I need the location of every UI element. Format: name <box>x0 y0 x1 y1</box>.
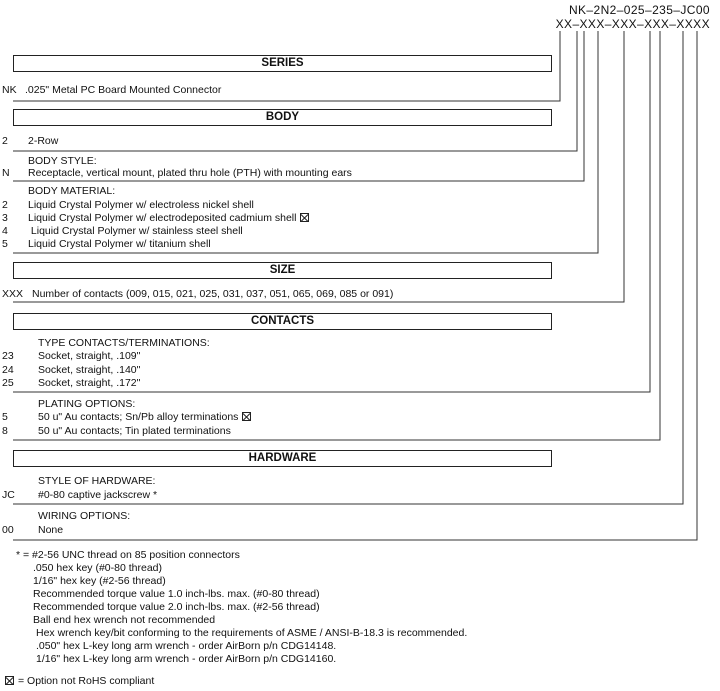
contact-type-code: 24 <box>2 364 14 376</box>
plating-code: 5 <box>2 411 8 423</box>
wiring-line <box>13 31 698 541</box>
not-rohs-icon <box>242 412 252 421</box>
series-desc: .025" Metal PC Board Mounted Connector <box>25 84 222 96</box>
body-row-desc: 2-Row <box>28 135 59 147</box>
note-line: 1/16" hex L-key long arm wrench - order … <box>36 653 337 665</box>
not-rohs-icon <box>5 676 14 685</box>
note-line: * = #2-56 UNC thread on 85 position conn… <box>16 549 240 561</box>
note-line: Ball end hex wrench not recommended <box>33 614 216 626</box>
body-material-desc: Liquid Crystal Polymer w/ titanium shell <box>28 238 211 250</box>
hardware-style-code: JC <box>2 489 15 501</box>
size-line <box>13 31 625 303</box>
body-style-label: BODY STYLE: <box>28 155 97 167</box>
plating-code: 8 <box>2 425 8 437</box>
contact-type-line <box>13 31 651 393</box>
body-material-code: 3 <box>2 212 8 224</box>
contact-type-code: 25 <box>2 377 14 389</box>
body-material-code: 5 <box>2 238 8 250</box>
hardware-header: HARDWARE <box>13 450 552 467</box>
size-desc: Number of contacts (009, 015, 021, 025, … <box>32 288 394 300</box>
body-row-line <box>13 31 578 152</box>
hardware-style-line <box>13 31 684 505</box>
wiring-desc: None <box>38 524 64 536</box>
body-material-code: 4 <box>2 225 8 237</box>
size-code: XXX <box>2 288 24 300</box>
plating-line <box>13 31 661 441</box>
plating-label: PLATING OPTIONS: <box>38 398 136 410</box>
size-header: SIZE <box>13 262 552 279</box>
hardware-style-label: STYLE OF HARDWARE: <box>38 475 156 487</box>
contact-type-code: 23 <box>2 350 14 362</box>
note-line: Recommended torque value 1.0 inch-lbs. m… <box>33 588 320 600</box>
wiring-label: WIRING OPTIONS: <box>38 510 131 522</box>
rohs-legend-text: = Option not RoHS compliant <box>18 675 155 687</box>
contact-type-desc: Socket, straight, .140" <box>38 364 141 376</box>
part-number-template: XX–XXX–XXX–XXX–XXXX <box>555 17 710 31</box>
part-number-example: NK–2N2–025–235–JC00 <box>568 3 710 17</box>
note-line: 1/16" hex key (#2-56 thread) <box>33 575 166 587</box>
body-material-line <box>13 31 599 254</box>
contacts-header: CONTACTS <box>13 313 552 330</box>
body-style-line <box>13 31 585 182</box>
not-rohs-icon <box>300 213 310 222</box>
body-style-desc: Receptacle, vertical mount, plated thru … <box>28 167 352 179</box>
body-style-code: N <box>2 167 10 179</box>
body-header: BODY <box>13 109 552 126</box>
body-material-desc: Liquid Crystal Polymer w/ electroless ni… <box>28 199 254 211</box>
contact-type-desc: Socket, straight, .109" <box>38 350 141 362</box>
body-material-desc-text: Liquid Crystal Polymer w/ electrodeposit… <box>28 212 297 224</box>
note-line: Hex wrench key/bit conforming to the req… <box>36 627 468 639</box>
body-material-code: 2 <box>2 199 8 211</box>
series-code: NK <box>2 84 17 96</box>
note-line: .050" hex L-key long arm wrench - order … <box>36 640 337 652</box>
body-material-label: BODY MATERIAL: <box>28 185 116 197</box>
series-header: SERIES <box>13 55 552 72</box>
plating-desc: 50 u" Au contacts; Tin plated terminatio… <box>38 425 231 437</box>
plating-desc: 50 u" Au contacts; Sn/Pb alloy terminati… <box>38 411 252 423</box>
contact-type-desc: Socket, straight, .172" <box>38 377 141 389</box>
note-line: Recommended torque value 2.0 inch-lbs. m… <box>33 601 320 613</box>
rohs-legend: = Option not RoHS compliant <box>5 675 154 687</box>
series-line <box>13 31 561 102</box>
body-row-code: 2 <box>2 135 8 147</box>
hardware-style-desc: #0-80 captive jackscrew * <box>38 489 158 501</box>
body-material-desc: Liquid Crystal Polymer w/ electrodeposit… <box>28 212 310 224</box>
note-line: .050 hex key (#0-80 thread) <box>33 562 162 574</box>
contact-type-label: TYPE CONTACTS/TERMINATIONS: <box>38 337 210 349</box>
wiring-code: 00 <box>2 524 14 536</box>
body-material-desc: Liquid Crystal Polymer w/ stainless stee… <box>28 225 243 237</box>
plating-desc-text: 50 u" Au contacts; Sn/Pb alloy terminati… <box>38 411 239 423</box>
